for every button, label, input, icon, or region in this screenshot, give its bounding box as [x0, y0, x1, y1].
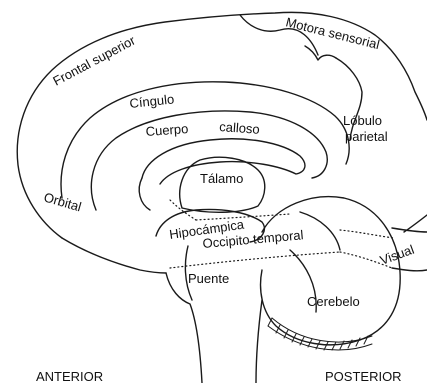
brainstem-front [166, 273, 202, 383]
label-cingulo: Cíngulo [129, 91, 175, 111]
callosum-genu [139, 178, 150, 210]
label-parietal: parietal [345, 129, 388, 144]
label-orbital: Orbital [42, 189, 83, 214]
corpus-callosum-outer [91, 111, 327, 210]
boundary-occipitotemporal [170, 252, 340, 268]
label-motora-sensorial: Motora sensorial [284, 14, 381, 52]
cerebellum-outline [261, 197, 401, 345]
boundary-visual [340, 230, 394, 238]
label-calloso: calloso [219, 119, 260, 137]
label-anterior: ANTERIOR [36, 369, 103, 383]
label-visual: Visual [378, 242, 416, 268]
label-posterior: POSTERIOR [325, 369, 402, 383]
occipital-lower [392, 268, 427, 271]
cerebellum-fold-1 [300, 212, 340, 250]
posterior-cortex-edge [404, 215, 427, 232]
central-sulcus [305, 46, 336, 60]
label-lobulo: Lóbulo [343, 113, 382, 128]
label-talamo: Tálamo [200, 171, 243, 186]
cerebellum-hatching [268, 318, 372, 350]
label-cuerpo: Cuerpo [145, 121, 189, 139]
brainstem-back [256, 300, 262, 383]
temporal-lower-edge [62, 238, 166, 273]
label-puente: Puente [188, 271, 229, 286]
label-cerebelo: Cerebelo [307, 294, 360, 309]
